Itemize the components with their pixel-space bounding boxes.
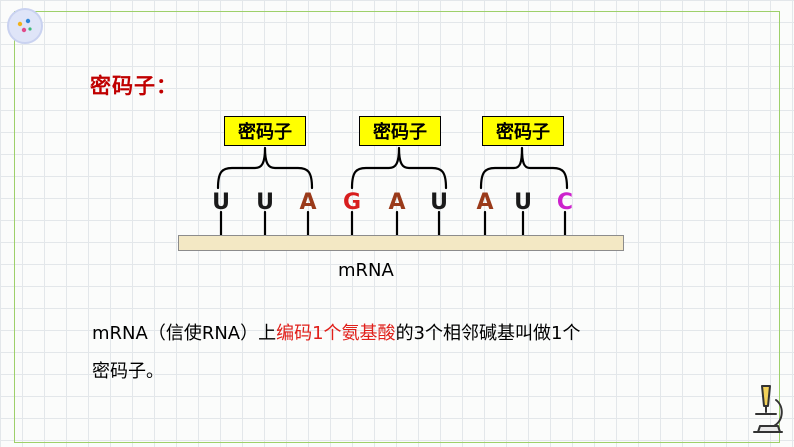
definition-text: mRNA（信使RNA）上编码1个氨基酸的3个相邻碱基叫做1个 密码子。 xyxy=(92,315,712,391)
codon-bracket-1 xyxy=(216,146,314,190)
codon-bracket-2 xyxy=(350,146,448,190)
slide-frame xyxy=(14,11,780,443)
base-1: U xyxy=(212,190,230,215)
definition-line2: 密码子。 xyxy=(92,361,164,382)
mrna-label: mRNA xyxy=(338,260,394,281)
codon-label-2: 密码子 xyxy=(359,116,441,146)
mrna-strand xyxy=(178,235,624,251)
codon-bracket-3 xyxy=(479,146,569,190)
microscope-icon xyxy=(753,385,783,433)
codon-label-1: 密码子 xyxy=(224,116,306,146)
base-9: C xyxy=(556,190,574,215)
base-2: U xyxy=(256,190,274,215)
base-6: U xyxy=(430,190,448,215)
section-heading: 密码子： xyxy=(90,74,178,98)
logo-badge-icon xyxy=(7,8,43,44)
base-3: A xyxy=(299,190,317,215)
base-5: A xyxy=(388,190,406,215)
definition-prefix: mRNA（信使RNA）上 xyxy=(92,323,277,344)
base-7: A xyxy=(476,190,494,215)
codon-label-3: 密码子 xyxy=(482,116,564,146)
definition-suffix: 的3个相邻碱基叫做1个 xyxy=(395,323,581,344)
base-4: G xyxy=(342,190,362,215)
definition-highlight: 编码1个氨基酸 xyxy=(276,323,396,344)
base-8: U xyxy=(514,190,532,215)
